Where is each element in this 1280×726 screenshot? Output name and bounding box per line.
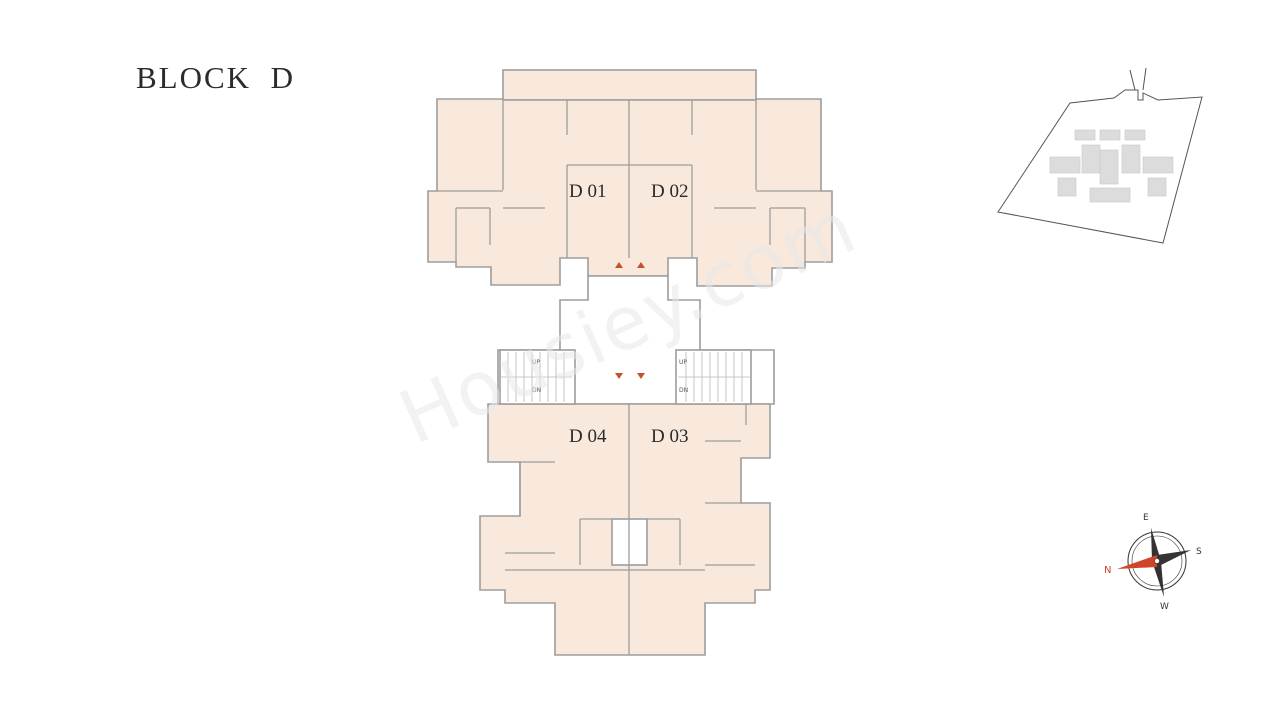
unit-label-d01: D 01 — [569, 181, 606, 202]
stair-down-label-left: DN — [532, 387, 541, 394]
stair-up-label-left: UP — [532, 359, 540, 366]
entry-arrow-icon — [615, 373, 623, 379]
unit-label-d02: D 02 — [651, 181, 688, 202]
top-balcony — [502, 69, 757, 101]
interior-walls — [437, 100, 821, 655]
compass-north-label: N — [1104, 565, 1111, 576]
stair-up-label-right: UP — [679, 359, 687, 366]
stair-down-label-right: DN — [679, 387, 688, 394]
compass-west-label: W — [1160, 602, 1169, 612]
entry-arrow-icon — [615, 262, 623, 268]
unit-label-d04: D 04 — [569, 426, 607, 447]
compass-icon — [1117, 528, 1191, 597]
entry-arrows — [615, 262, 645, 379]
block-title: BLOCK D — [136, 60, 295, 95]
stair-treads — [500, 352, 751, 402]
unit-label-d03: D 03 — [651, 426, 688, 447]
key-plan-icon — [997, 67, 1203, 244]
compass-south-label: S — [1196, 547, 1202, 557]
floor-plan-shell — [427, 69, 833, 656]
compass-east-label: E — [1143, 513, 1149, 523]
entry-arrow-icon — [637, 262, 645, 268]
entry-arrow-icon — [637, 373, 645, 379]
top-block-outline — [427, 98, 833, 287]
